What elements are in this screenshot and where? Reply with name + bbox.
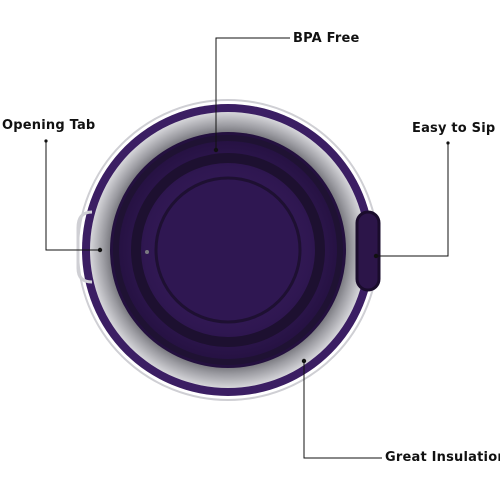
sip-slot-shape xyxy=(355,210,381,292)
label-bpa-free: BPA Free xyxy=(293,31,360,46)
callout-great-insulation xyxy=(303,361,382,459)
lid-ring-2 xyxy=(131,153,325,347)
callout-endpoints xyxy=(44,139,450,364)
lid-marker-dot xyxy=(145,250,149,254)
label-opening-tab: Opening Tab xyxy=(2,118,96,133)
opening-tab-shape xyxy=(76,210,93,284)
lid-center-ring xyxy=(154,176,302,324)
callout-bpa-free xyxy=(215,37,290,150)
lid-center-disc xyxy=(156,178,300,322)
lid-ring-1 xyxy=(113,135,343,365)
callout-opening-tab xyxy=(45,141,100,251)
label-great-insulation: Great Insulation xyxy=(385,450,500,465)
callout-lines xyxy=(45,37,449,459)
callout-easy-to-sip xyxy=(376,143,449,257)
label-easy-to-sip: Easy to Sip xyxy=(412,121,496,136)
